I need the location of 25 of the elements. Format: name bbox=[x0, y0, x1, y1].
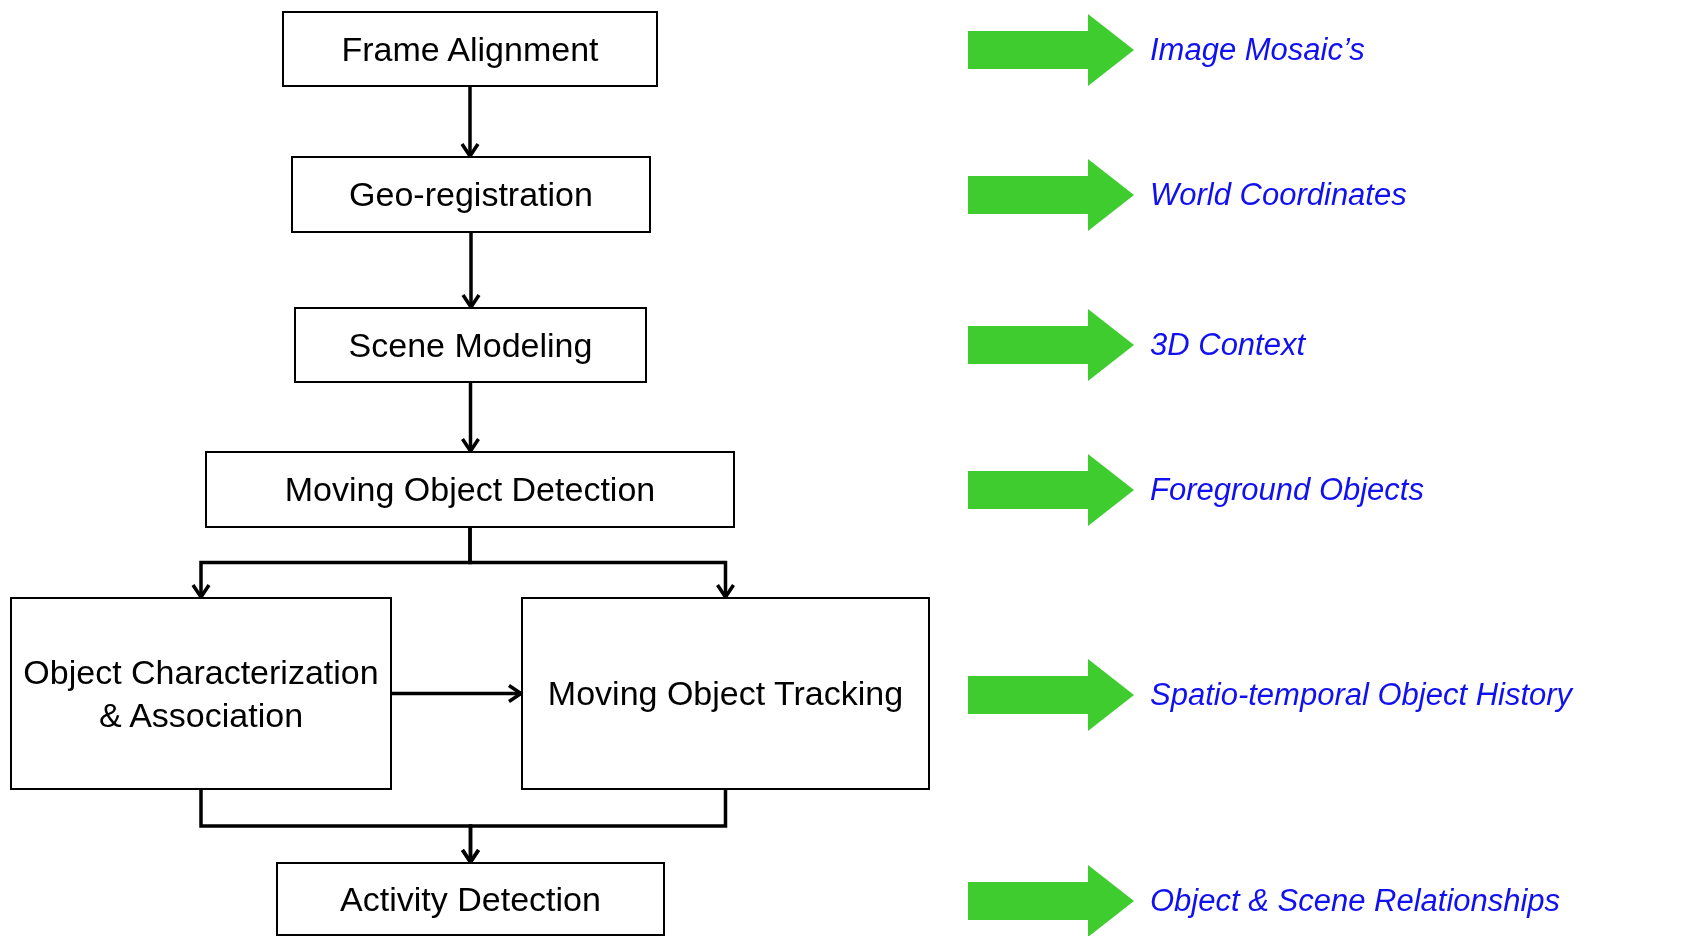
process-box: Object Characterization & Association bbox=[10, 597, 392, 790]
output-label: Image Mosaic’s bbox=[1150, 27, 1690, 73]
process-box: Moving Object Tracking bbox=[521, 597, 930, 790]
block-arrow bbox=[968, 659, 1134, 731]
arrow bbox=[392, 683, 523, 704]
process-box: Moving Object Detection bbox=[205, 451, 735, 528]
output-label: 3D Context bbox=[1150, 322, 1690, 368]
arrow bbox=[460, 383, 481, 453]
arrow bbox=[461, 233, 481, 309]
arrow bbox=[460, 87, 480, 158]
block-arrow bbox=[968, 454, 1134, 526]
block-arrow bbox=[968, 159, 1134, 231]
arrow bbox=[460, 790, 728, 864]
output-label: Foreground Objects bbox=[1150, 467, 1690, 513]
process-box: Activity Detection bbox=[276, 862, 665, 936]
process-box: Scene Modeling bbox=[294, 307, 647, 383]
output-label: Spatio-temporal Object History bbox=[1150, 672, 1690, 718]
output-label: Object & Scene Relationships bbox=[1150, 878, 1690, 924]
output-label: World Coordinates bbox=[1150, 172, 1690, 218]
block-arrow bbox=[968, 309, 1134, 381]
block-arrow bbox=[968, 14, 1134, 86]
process-box: Geo-registration bbox=[291, 156, 651, 233]
process-box: Frame Alignment bbox=[282, 11, 658, 87]
block-arrow bbox=[968, 865, 1134, 936]
arrow bbox=[468, 528, 736, 599]
